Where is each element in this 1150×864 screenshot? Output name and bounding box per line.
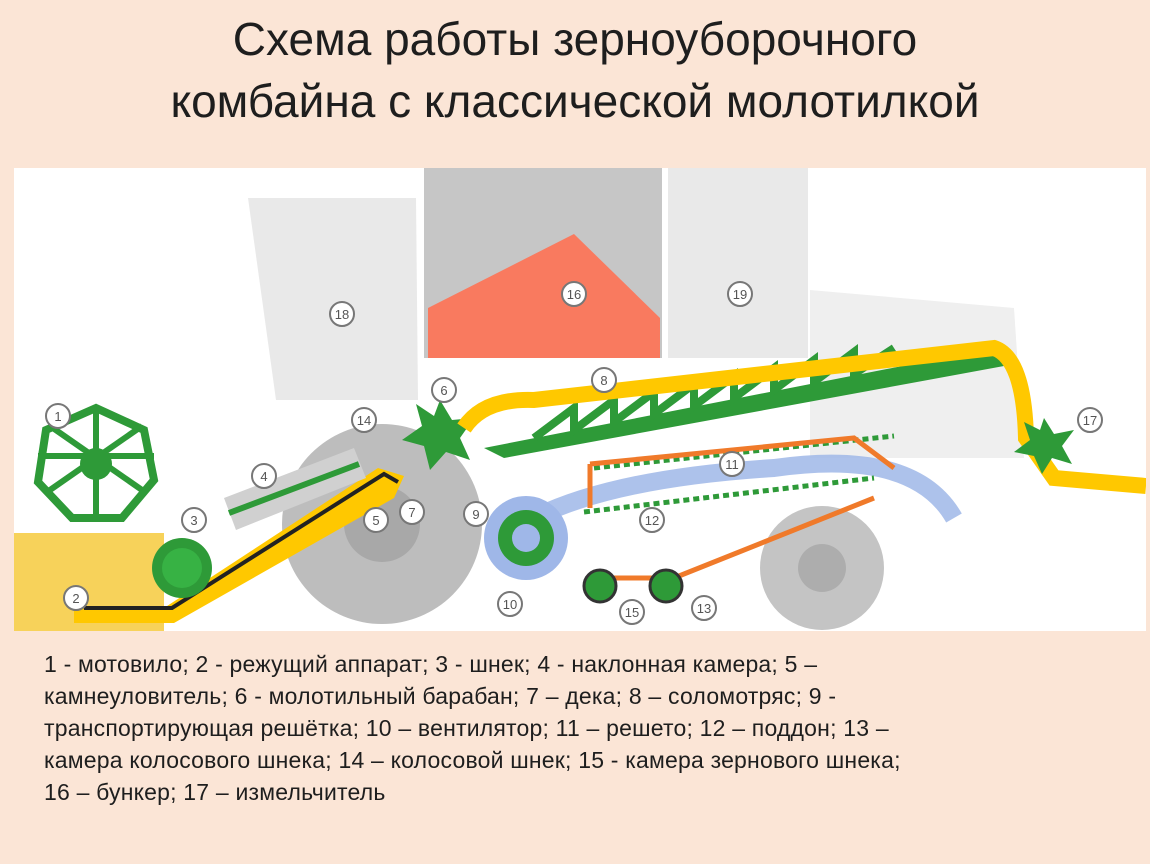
svg-text:19: 19: [733, 287, 747, 302]
svg-text:11: 11: [725, 457, 739, 472]
label-7: 7: [399, 499, 425, 525]
tailings-auger-13: [648, 568, 684, 604]
svg-text:12: 12: [645, 513, 659, 528]
reel-hub: [80, 448, 112, 480]
straw-walker-teeth: [531, 344, 897, 442]
straw-walker-8: [484, 348, 1004, 458]
legend-line-3: транспортирующая решётка; 10 – вентилято…: [44, 715, 889, 741]
label-5: 5: [363, 507, 389, 533]
svg-text:2: 2: [72, 591, 79, 606]
label-9: 9: [463, 501, 489, 527]
svg-text:14: 14: [357, 413, 371, 428]
svg-text:8: 8: [600, 373, 607, 388]
legend: 1 - мотовило; 2 - режущий аппарат; 3 - ш…: [44, 648, 1124, 808]
label-6: 6: [431, 377, 457, 403]
svg-text:17: 17: [1083, 413, 1097, 428]
feeder-yellow-band: [74, 468, 404, 623]
svg-text:4: 4: [260, 469, 267, 484]
bunker-grain-16: [428, 234, 660, 358]
engine-panel-19: [668, 168, 808, 358]
svg-text:13: 13: [697, 601, 711, 616]
svg-text:15: 15: [625, 605, 639, 620]
fan-core: [512, 524, 540, 552]
part-labels: 1 2 3 4 5 6 7 8 9 10 11 12 13 14 15 16 1…: [45, 281, 1103, 625]
title-line-2: комбайна с классической молотилкой: [170, 75, 980, 127]
feeder-outline: [84, 471, 399, 610]
label-18: 18: [329, 301, 355, 327]
svg-text:16: 16: [567, 287, 581, 302]
threshing-drum-6: [402, 400, 474, 470]
straw-flow: [457, 339, 1146, 494]
label-11: 11: [719, 451, 745, 477]
svg-text:9: 9: [472, 507, 479, 522]
svg-text:7: 7: [408, 505, 415, 520]
label-13: 13: [691, 595, 717, 621]
svg-text:10: 10: [503, 597, 517, 612]
svg-text:5: 5: [372, 513, 379, 528]
label-8: 8: [591, 367, 617, 393]
label-1: 1: [45, 403, 71, 429]
feeder-chain: [227, 461, 361, 516]
svg-text:1: 1: [54, 409, 61, 424]
auger-core: [162, 548, 202, 588]
cab-panel-18: [248, 198, 418, 400]
legend-line-2: камнеуловитель; 6 - молотильный барабан;…: [44, 683, 837, 709]
legend-line-5: 16 – бункер; 17 – измельчитель: [44, 779, 386, 805]
label-10: 10: [497, 591, 523, 617]
legend-line-4: камера колосового шнека; 14 – колосовой …: [44, 747, 901, 773]
title-line-1: Схема работы зерноуборочного: [232, 13, 918, 65]
label-2: 2: [63, 585, 89, 611]
label-19: 19: [727, 281, 753, 307]
chopper-17: [1014, 418, 1074, 474]
label-14: 14: [351, 407, 377, 433]
grain-auger-15: [582, 568, 618, 604]
label-17: 17: [1077, 407, 1103, 433]
rear-wheel-hub: [798, 544, 846, 592]
grain-pan-12: [583, 475, 875, 515]
label-15: 15: [619, 599, 645, 625]
label-16: 16: [561, 281, 587, 307]
svg-text:3: 3: [190, 513, 197, 528]
legend-line-1: 1 - мотовило; 2 - режущий аппарат; 3 - ш…: [44, 651, 818, 677]
svg-text:6: 6: [440, 383, 447, 398]
sieve-frame: [587, 435, 896, 508]
label-3: 3: [181, 507, 207, 533]
label-4: 4: [251, 463, 277, 489]
combine-diagram: 1 2 3 4 5 6 7 8 9 10 11 12 13 14 15 16 1…: [14, 168, 1146, 631]
svg-text:18: 18: [335, 307, 349, 322]
page-title: Схема работы зерноуборочного комбайна с …: [0, 8, 1150, 132]
label-12: 12: [639, 507, 665, 533]
